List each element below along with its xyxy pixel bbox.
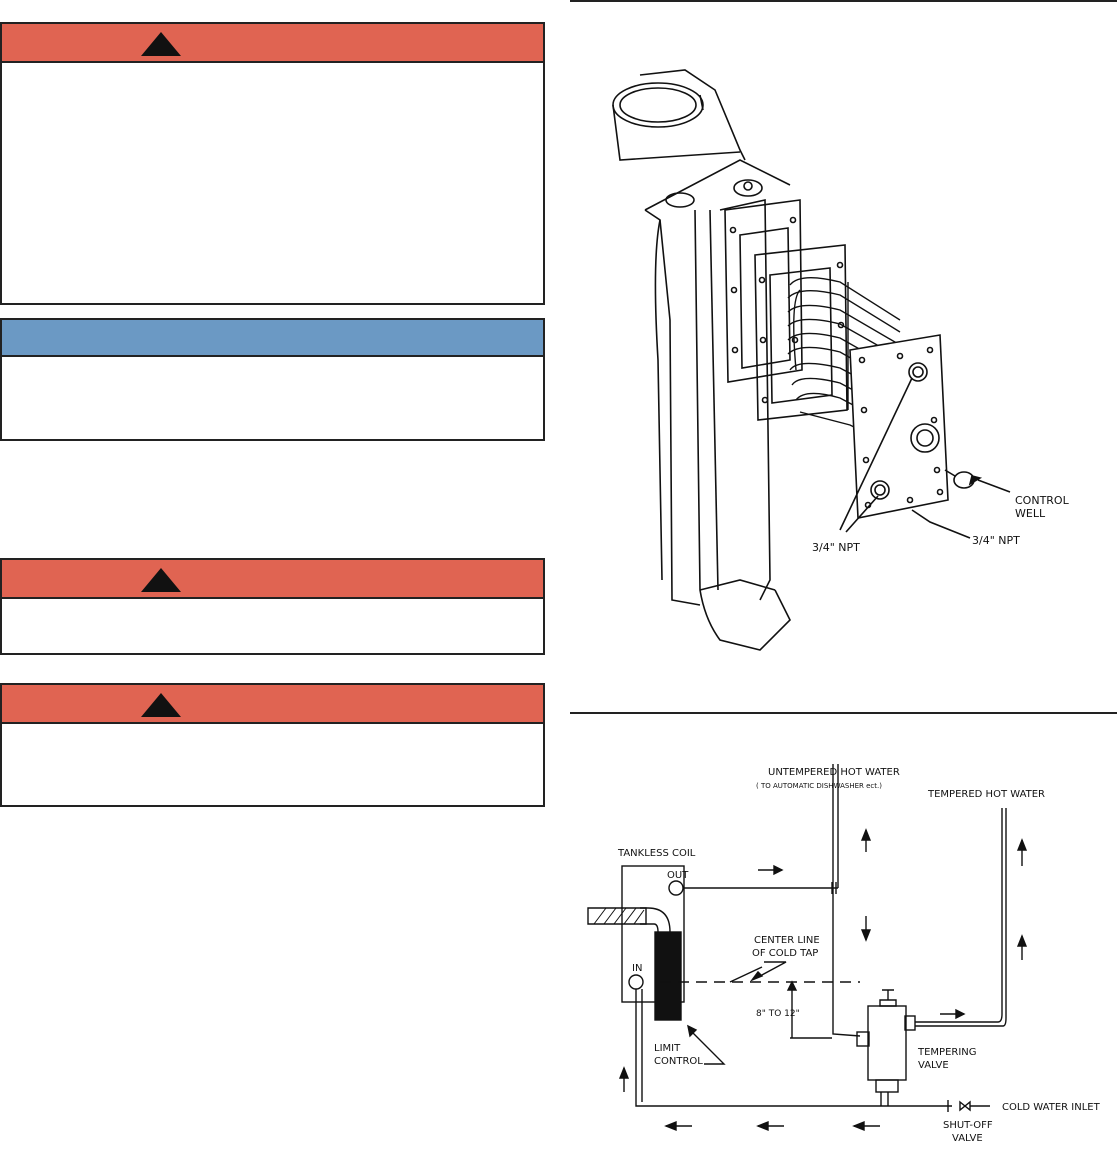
shutoff-valve-label-1: SHUT-OFF <box>943 1120 993 1131</box>
untempered-label: UNTEMPERED HOT WATER <box>768 767 900 778</box>
section-rule-middle <box>570 712 1117 714</box>
notice-box <box>0 318 545 441</box>
tankless-coil-figure <box>612 69 1011 651</box>
center-line-label-2: OF COLD TAP <box>752 948 818 959</box>
warning-header <box>2 24 543 63</box>
npt-label-right: 3/4" NPT <box>972 534 1020 547</box>
warning-triangle-icon <box>141 693 181 717</box>
control-well-label: CONTROL <box>1015 494 1070 507</box>
tempered-label: TEMPERED HOT WATER <box>927 789 1045 800</box>
notice-header <box>2 320 543 357</box>
warning-box-1 <box>0 22 545 305</box>
npt-label-left: 3/4" NPT <box>812 541 860 554</box>
section-rule-top <box>570 0 1117 2</box>
center-line-label-1: CENTER LINE <box>754 935 820 946</box>
tempering-valve-label-1: TEMPERING <box>917 1047 977 1058</box>
tankless-coil-labels: CONTROL WELL 3/4" NPT 3/4" NPT <box>812 494 1070 554</box>
warning-header <box>2 560 543 599</box>
piping-diagram-labels: UNTEMPERED HOT WATER ( TO AUTOMATIC DISH… <box>617 767 1101 1144</box>
warning-header <box>2 685 543 724</box>
out-label: OUT <box>667 870 689 881</box>
warning-triangle-icon <box>141 568 181 592</box>
distance-label: 8" TO 12" <box>756 1009 800 1019</box>
shutoff-valve-label-2: VALVE <box>952 1133 983 1144</box>
warning-box-2 <box>0 558 545 655</box>
cold-water-inlet-label: COLD WATER INLET <box>1002 1102 1101 1113</box>
limit-control-label-1: LIMIT <box>654 1043 681 1054</box>
warning-box-3 <box>0 683 545 807</box>
tankless-coil-label: TANKLESS COIL <box>617 848 696 859</box>
limit-control-label-2: CONTROL <box>654 1056 703 1067</box>
control-well-label-2: WELL <box>1015 507 1046 520</box>
in-label: IN <box>632 963 642 974</box>
tempering-valve-label-2: VALVE <box>918 1060 949 1071</box>
piping-diagram <box>587 764 1028 1132</box>
warning-triangle-icon <box>141 32 181 56</box>
untempered-sub-label: ( TO AUTOMATIC DISHWASHER ect.) <box>756 782 882 790</box>
